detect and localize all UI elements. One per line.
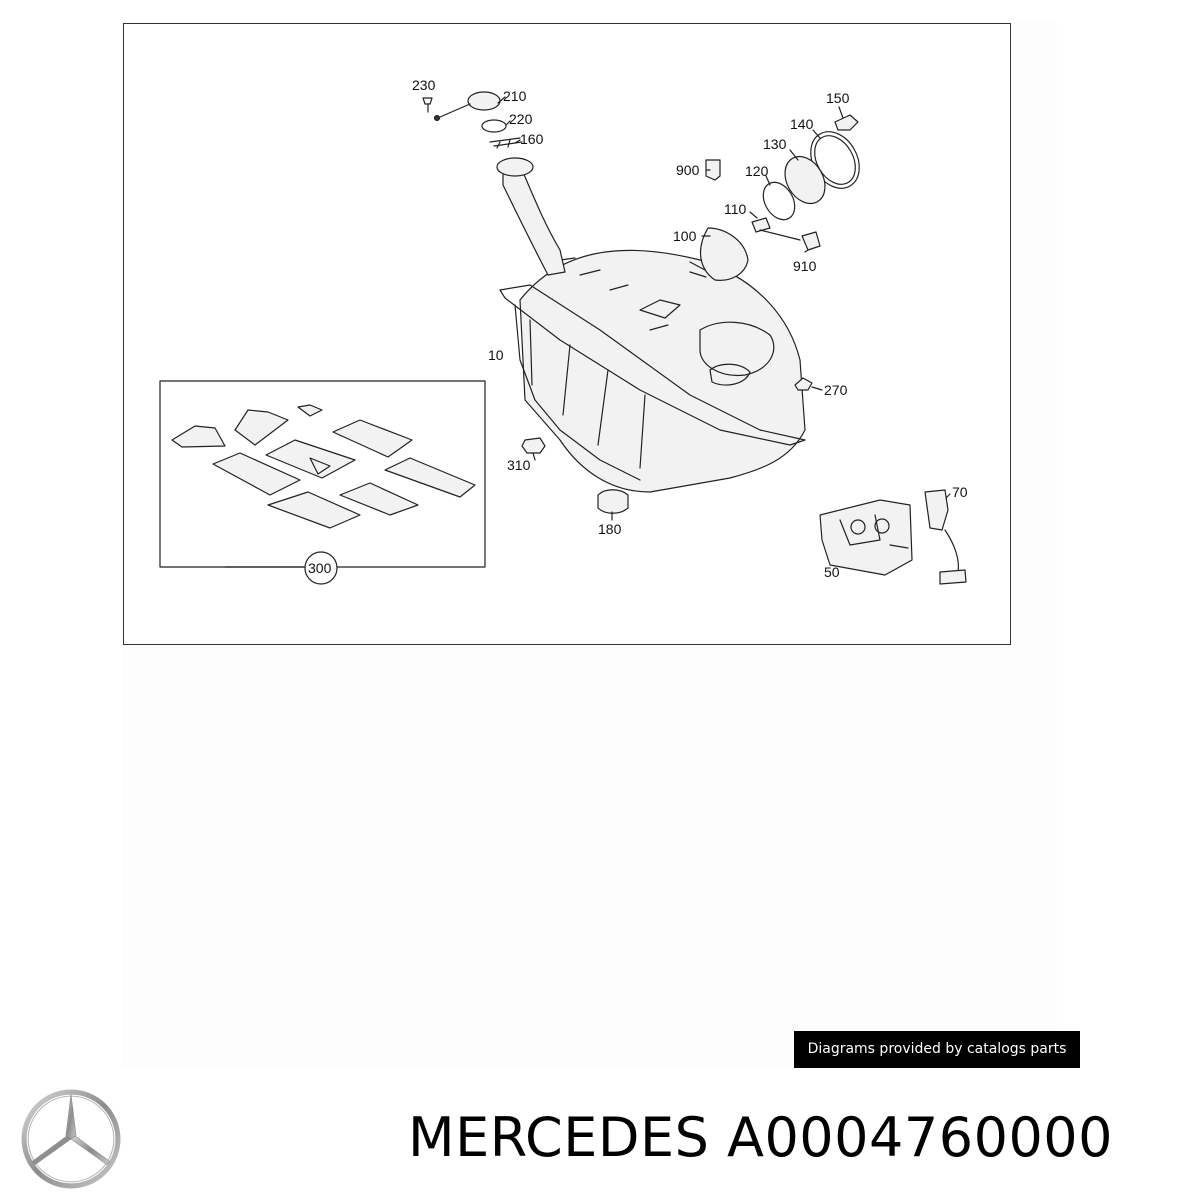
callout-110: 110 xyxy=(724,201,747,217)
callout-220: 220 xyxy=(509,111,533,127)
callout-270: 270 xyxy=(824,382,848,398)
callout-210: 210 xyxy=(503,88,527,104)
callout-300: 300 xyxy=(308,560,332,576)
pump-flange-parts xyxy=(689,114,860,281)
callout-140: 140 xyxy=(790,116,814,132)
callout-150: 150 xyxy=(826,90,850,106)
fittings xyxy=(521,377,813,514)
fuel-tank xyxy=(499,249,806,493)
callout-10: 10 xyxy=(488,347,504,363)
callout-230: 230 xyxy=(412,77,436,93)
callout-100: 100 xyxy=(673,228,697,244)
callout-310: 310 xyxy=(507,457,531,473)
leader-lines xyxy=(497,96,951,521)
callout-180: 180 xyxy=(598,521,622,537)
cap-parts xyxy=(422,91,523,149)
callout-160: 160 xyxy=(520,131,544,147)
brand-row: MERCEDES A0004760000 xyxy=(0,1080,1200,1200)
callout-130: 130 xyxy=(763,136,787,152)
diagram-credit-caption: Diagrams provided by catalogs parts xyxy=(794,1031,1080,1068)
filler-neck xyxy=(496,157,566,276)
callout-70: 70 xyxy=(952,484,968,500)
part-title: MERCEDES A0004760000 xyxy=(408,1106,1114,1169)
callout-900: 900 xyxy=(676,162,700,178)
pump-module xyxy=(819,489,967,585)
callout-910: 910 xyxy=(793,258,817,274)
callout-50: 50 xyxy=(824,564,840,580)
callout-labels: 230 210 220 160 150 140 130 900 120 110 … xyxy=(308,77,968,580)
inset-mats xyxy=(159,380,486,585)
callout-120: 120 xyxy=(745,163,769,179)
mercedes-star-icon xyxy=(21,1089,121,1189)
